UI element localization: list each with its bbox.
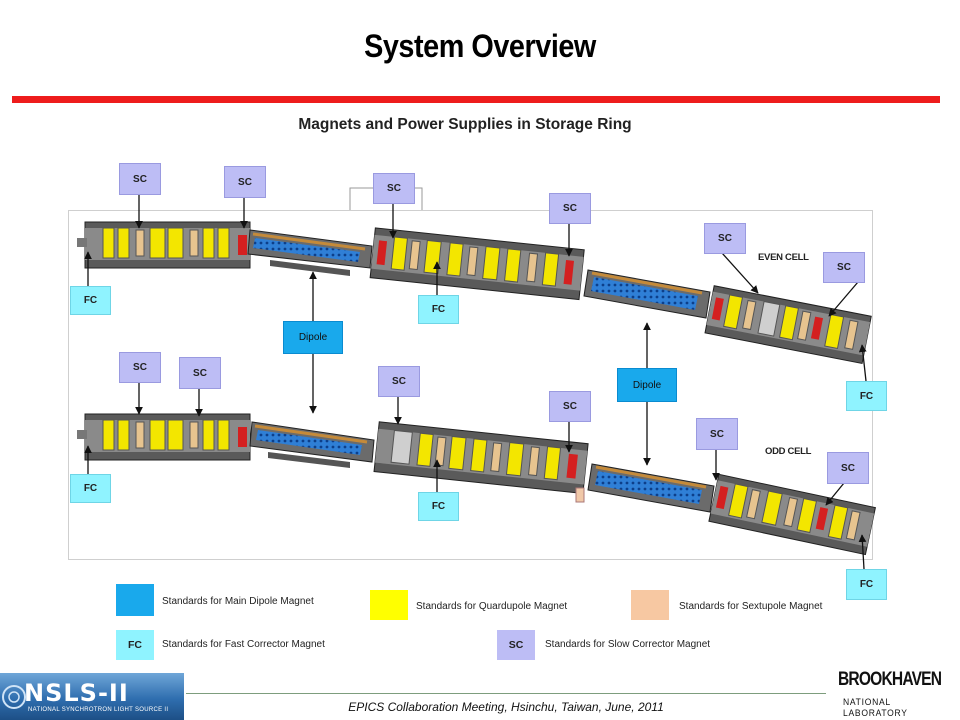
even-cell-label: EVEN CELL (758, 252, 809, 263)
even-girder-2 (369, 227, 585, 301)
odd-dipole-1 (249, 421, 375, 468)
fc-callout: FC (846, 569, 887, 600)
odd-cell-label: ODD CELL (765, 446, 812, 457)
sc-callout: SC (378, 366, 420, 397)
sc-callout: SC (549, 391, 591, 422)
fc-callout: FC (70, 286, 111, 315)
bnl-logo-text: BROOKHAVEN (838, 669, 942, 690)
slide-title: System Overview (364, 28, 596, 64)
nsls-logo-subtext: NATIONAL SYNCHROTRON LIGHT SOURCE II (28, 707, 169, 713)
sc-callout: SC (827, 452, 869, 484)
legend-sextupole-text: Standards for Sextupole Magnet (679, 601, 823, 612)
fc-callout: FC (70, 474, 111, 503)
legend-quadrupole-swatch (370, 590, 408, 620)
dipole-callout: Dipole (283, 321, 343, 354)
odd-girder-1 (77, 413, 251, 461)
legend-dipole-text: Standards for Main Dipole Magnet (162, 596, 314, 607)
sc-callout: SC (119, 352, 161, 383)
fc-callout: FC (418, 295, 459, 324)
legend-sc-text: Standards for Slow Corrector Magnet (545, 639, 711, 650)
even-dipole-2 (583, 269, 711, 319)
sc-callout: SC (119, 163, 161, 195)
odd-dipole-2 (587, 463, 715, 513)
odd-small-sextupole (575, 487, 585, 503)
bnl-logo-subtext: NATIONAL LABORATORY (843, 697, 908, 719)
callout-arrows (84, 194, 867, 570)
even-cell-girders (77, 221, 872, 365)
sc-callout: SC (224, 166, 266, 198)
dipole-callout: Dipole (617, 368, 677, 402)
sc-callout: SC (549, 193, 591, 224)
odd-girder-2 (373, 421, 589, 495)
even-dipole-1 (247, 229, 373, 276)
legend-fc-text: Standards for Fast Corrector Magnet (162, 639, 325, 650)
odd-girder-3 (708, 473, 876, 556)
legend-dipole-swatch (116, 584, 154, 616)
even-girder-1 (77, 221, 251, 269)
sc-callout: SC (373, 173, 415, 204)
legend-sc-swatch: SC (497, 630, 535, 660)
odd-cell-girders (77, 413, 876, 556)
legend-fc-swatch: FC (116, 630, 154, 660)
nsls-swirl-icon (2, 685, 26, 709)
sc-callout: SC (179, 357, 221, 389)
footer-caption: EPICS Collaboration Meeting, Hsinchu, Ta… (348, 700, 664, 714)
nsls-ii-logo: NSLS-II NATIONAL SYNCHROTRON LIGHT SOURC… (0, 673, 184, 720)
fc-callout: FC (418, 492, 459, 521)
sc-callout: SC (704, 223, 746, 254)
brookhaven-logo: BROOKHAVEN NATIONAL LABORATORY (830, 667, 960, 720)
fc-callout: FC (846, 381, 887, 411)
legend-sextupole-swatch (631, 590, 669, 620)
footer-divider (186, 693, 826, 694)
even-girder-3 (704, 285, 872, 365)
title-divider (12, 96, 940, 103)
diagram-subtitle: Magnets and Power Supplies in Storage Ri… (298, 116, 632, 133)
sc-callout: SC (823, 252, 865, 283)
sc-callout: SC (696, 418, 738, 450)
legend-quadrupole-text: Standards for Quardupole Magnet (416, 601, 568, 612)
nsls-logo-text: NSLS-II (24, 679, 129, 707)
